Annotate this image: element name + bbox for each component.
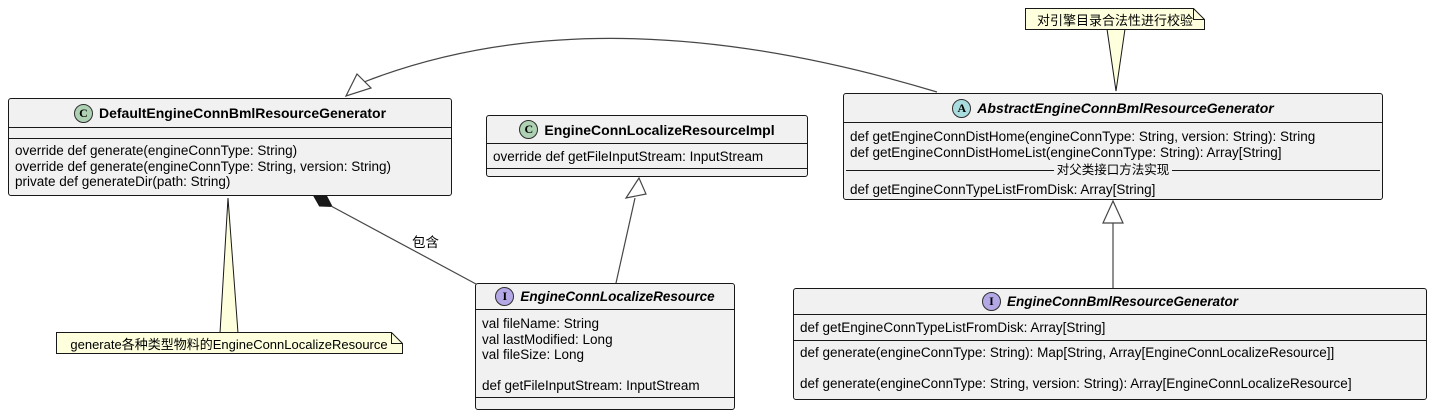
extends-edge-abstract-to-default — [363, 37, 938, 93]
note-pointer-top — [1106, 28, 1126, 92]
method-line: def generate(engineConnType: String, ver… — [800, 376, 1352, 391]
field-line: val fileName: String — [482, 316, 600, 331]
method-line: private def generateDir(path: String) — [15, 174, 231, 189]
fields-compartment: val fileName: String val lastModified: L… — [476, 310, 734, 398]
field-line-blank — [482, 363, 728, 379]
interface-title: I EngineConnLocalizeResource — [476, 284, 734, 310]
interface-box-engine-conn-localize-resource: I EngineConnLocalizeResource val fileNam… — [475, 283, 735, 410]
fields-compartment: def getEngineConnTypeListFromDisk: Array… — [794, 315, 1426, 341]
field-line: override def getFileInputStream: InputSt… — [493, 149, 764, 164]
class-box-default-engine-conn-bml-resource-generator: C DefaultEngineConnBmlResourceGenerator … — [8, 98, 452, 196]
method-line: def getEngineConnDistHomeList(engineConn… — [850, 144, 1282, 160]
field-line: val fileSize: Long — [482, 347, 585, 362]
abstract-class-icon: A — [952, 98, 972, 118]
separator-line — [1172, 170, 1381, 171]
composition-edge-label: 包含 — [412, 235, 439, 250]
class-icon: C — [519, 120, 539, 139]
class-box-abstract-engine-conn-bml-resource-generator: A AbstractEngineConnBmlResourceGenerator… — [843, 93, 1383, 200]
method-line: def getEngineConnDistHome(engineConnType… — [850, 129, 1316, 144]
interface-title: I EngineConnBmlResourceGenerator — [794, 289, 1426, 315]
note-bottom-body — [56, 332, 403, 354]
class-title: C DefaultEngineConnBmlResourceGenerator — [9, 99, 451, 128]
interface-name: EngineConnLocalizeResource — [520, 289, 715, 304]
composition-edge-default-localize — [330, 205, 477, 285]
note-top-fold-icon — [1193, 8, 1205, 20]
interface-icon: I — [981, 292, 1001, 311]
method-line-blank — [800, 361, 1420, 377]
interface-icon: I — [495, 287, 515, 306]
titled-separator: 对父类接口方法实现 — [844, 163, 1382, 178]
class-box-engine-conn-localize-resource-impl: C EngineConnLocalizeResourceImpl overrid… — [486, 115, 808, 177]
method-line: override def generate(engineConnType: St… — [15, 143, 298, 158]
extends-arrowhead-icon — [1102, 199, 1124, 224]
interface-box-engine-conn-bml-resource-generator: I EngineConnBmlResourceGenerator def get… — [793, 288, 1427, 400]
note-pointer-bottom — [219, 197, 239, 334]
methods-compartment — [487, 169, 807, 176]
extends-edge-localize-to-impl — [615, 197, 636, 284]
class-name: EngineConnLocalizeResourceImpl — [544, 121, 775, 138]
composition-diamond-icon — [312, 193, 333, 208]
class-title: A AbstractEngineConnBmlResourceGenerator — [844, 94, 1382, 123]
field-line: val lastModified: Long — [482, 331, 613, 347]
class-name: DefaultEngineConnBmlResourceGenerator — [98, 105, 387, 121]
interface-name: EngineConnBmlResourceGenerator — [1006, 294, 1239, 309]
fields-compartment — [9, 128, 451, 139]
field-line: def getEngineConnTypeListFromDisk: Array… — [800, 320, 1106, 335]
class-name: AbstractEngineConnBmlResourceGenerator — [977, 100, 1274, 116]
methods-compartment: def generate(engineConnType: String): Ma… — [794, 341, 1426, 399]
methods-compartment — [476, 398, 734, 410]
note-generate-localize-resource: generate各种类型物料的EngineConnLocalizeResourc… — [70, 336, 388, 352]
method-line: def generate(engineConnType: String): Ma… — [800, 345, 1335, 360]
note-top-body — [1025, 8, 1205, 30]
extends-arrowhead-icon — [624, 176, 647, 199]
class-title: C EngineConnLocalizeResourceImpl — [487, 116, 807, 144]
extends-arrowhead-icon — [344, 72, 373, 98]
fields-compartment: override def getFileInputStream: InputSt… — [487, 144, 807, 169]
note-bottom-fold-icon — [391, 332, 403, 344]
method-line: override def generate(engineConnType: St… — [15, 158, 391, 174]
method-line: def getEngineConnTypeListFromDisk: Array… — [850, 182, 1156, 197]
note-engine-dir-validation: 对引擎目录合法性进行校验 — [1036, 12, 1193, 28]
methods-compartment: def getEngineConnDistHome(engineConnType… — [844, 123, 1382, 163]
class-icon: C — [73, 103, 93, 123]
methods-compartment: override def generate(engineConnType: St… — [9, 139, 451, 195]
separator-label: 对父类接口方法实现 — [1056, 163, 1170, 177]
field-line: def getFileInputStream: InputStream — [482, 378, 700, 393]
separator-line — [846, 170, 1054, 171]
methods-compartment: def getEngineConnTypeListFromDisk: Array… — [844, 178, 1382, 201]
